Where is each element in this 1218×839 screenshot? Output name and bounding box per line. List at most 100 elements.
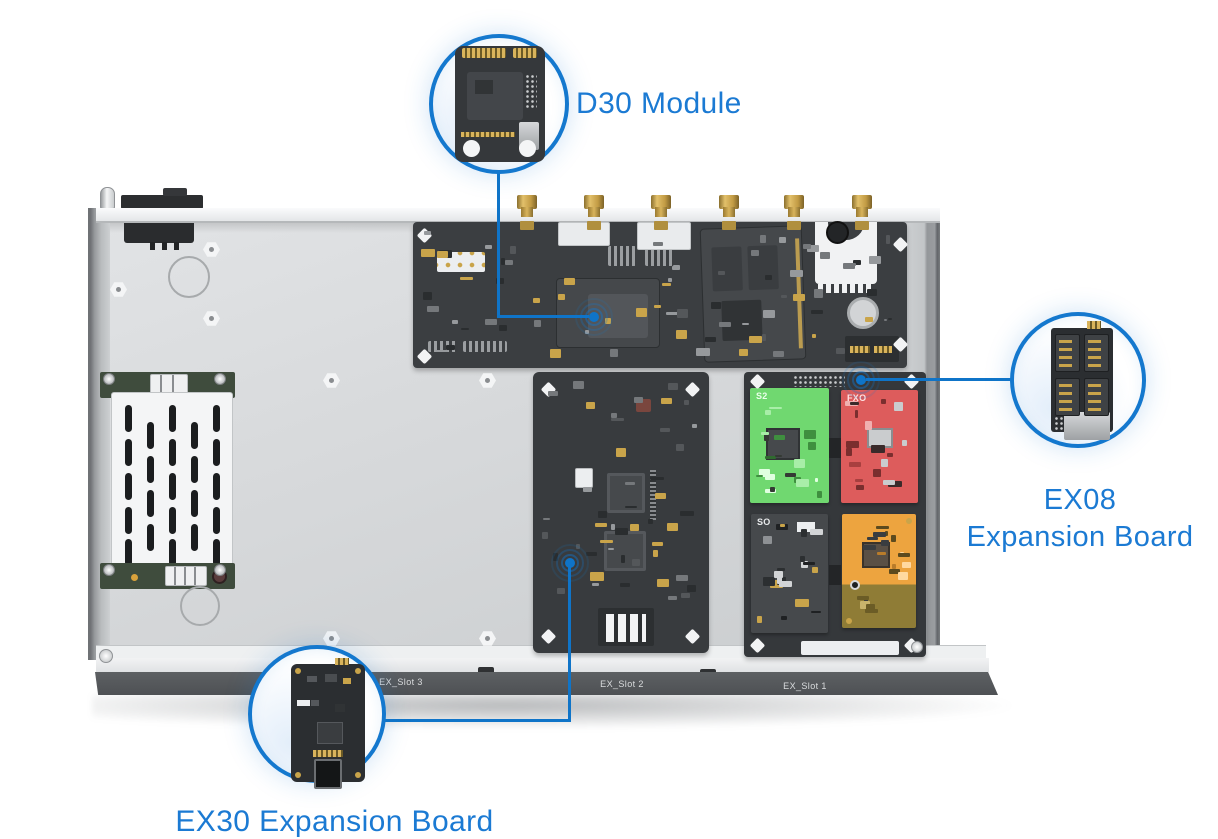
capacitor bbox=[826, 221, 849, 244]
middle-board-part bbox=[676, 575, 688, 581]
main-board-part bbox=[710, 302, 721, 310]
sim-socket-pins bbox=[1088, 364, 1101, 367]
main-board-part bbox=[762, 334, 766, 341]
psu-vented-cover bbox=[111, 392, 233, 568]
orange-part bbox=[891, 535, 897, 542]
device-shadow bbox=[92, 693, 1010, 729]
sma-antenna-base bbox=[787, 221, 801, 230]
main-board-part bbox=[759, 235, 766, 243]
dip-chip bbox=[608, 246, 636, 266]
main-board-part bbox=[652, 241, 664, 246]
fxo-part bbox=[854, 479, 864, 482]
main-board-part bbox=[751, 249, 760, 256]
d30-thumb-pin-row bbox=[461, 132, 515, 137]
so-part bbox=[770, 579, 783, 588]
sma-antenna-shaft bbox=[655, 207, 667, 217]
s2-part bbox=[769, 486, 776, 492]
main-board-part bbox=[485, 319, 498, 325]
rear-connector-block bbox=[121, 195, 203, 209]
fxo-part bbox=[883, 480, 895, 486]
so-part bbox=[779, 580, 793, 588]
s2-part bbox=[765, 456, 776, 459]
sim-socket-pins bbox=[1059, 408, 1072, 411]
middle-board-part bbox=[607, 548, 614, 551]
sma-antenna-nut bbox=[852, 195, 872, 209]
interior-connector-block bbox=[124, 223, 194, 243]
d30-leader-vertical bbox=[497, 172, 500, 317]
sim-socket-pins bbox=[1088, 356, 1101, 359]
middle-board-part bbox=[599, 540, 614, 544]
connector-pins bbox=[606, 614, 646, 642]
main-board-part bbox=[461, 327, 470, 330]
fxo-part bbox=[849, 461, 861, 467]
middle-board-part bbox=[586, 402, 596, 409]
chassis-left-wall bbox=[88, 208, 110, 660]
so-part bbox=[763, 577, 775, 586]
so-part bbox=[774, 571, 783, 578]
d30-thumb-edge-connector bbox=[462, 48, 506, 58]
sim-socket-pins bbox=[1088, 348, 1101, 351]
sim-socket-pins bbox=[1059, 364, 1072, 367]
sma-antenna-shaft bbox=[788, 207, 800, 217]
psu-connector-bottom bbox=[165, 566, 207, 586]
main-board-part bbox=[803, 243, 812, 249]
psu-vent-slot bbox=[169, 439, 176, 466]
psu-screw bbox=[214, 373, 226, 385]
middle-board-part bbox=[590, 572, 604, 581]
main-board-part bbox=[426, 305, 439, 313]
inter-module-connector bbox=[829, 438, 841, 458]
main-board-part bbox=[500, 257, 506, 265]
ex30-thumb-mount-pad bbox=[355, 668, 361, 674]
middle-board-part bbox=[621, 555, 625, 563]
ex30-leader-horizontal bbox=[384, 719, 571, 722]
hex-standoff bbox=[479, 373, 496, 388]
hex-standoff-screw bbox=[485, 378, 490, 383]
so-part bbox=[757, 616, 763, 624]
psu-vent-slot bbox=[213, 507, 220, 534]
middle-board-part bbox=[629, 524, 640, 531]
ex30-thumb-chip bbox=[317, 722, 343, 744]
fxo-part bbox=[846, 447, 852, 456]
main-board-part bbox=[842, 263, 856, 269]
d30-leader-horizontal bbox=[497, 315, 589, 318]
middle-board-part bbox=[595, 522, 607, 527]
orange-part bbox=[866, 536, 878, 540]
main-board-part bbox=[422, 292, 432, 300]
main-board-part bbox=[888, 317, 893, 321]
middle-board-part bbox=[611, 412, 617, 418]
som-cpu-chip bbox=[721, 299, 763, 342]
orange-part bbox=[875, 526, 890, 530]
main-board-part bbox=[421, 248, 435, 257]
ex08-thumb-edge-connector bbox=[1087, 321, 1101, 329]
middle-board-part bbox=[654, 492, 666, 499]
middle-board-part bbox=[661, 397, 672, 405]
ex08-callout-label: EX08 Expansion Board bbox=[938, 482, 1218, 556]
hex-standoff bbox=[203, 311, 220, 326]
so-part bbox=[809, 529, 824, 536]
so-part bbox=[777, 577, 783, 585]
d30-thumb-pads bbox=[525, 74, 537, 108]
so-part bbox=[781, 615, 787, 621]
ex08-callout-circle bbox=[1010, 312, 1146, 448]
hex-standoff-screw bbox=[116, 287, 121, 292]
sma-antenna-shaft bbox=[588, 207, 600, 217]
orange-part bbox=[862, 545, 877, 551]
middle-board-part bbox=[675, 443, 684, 451]
s2-part bbox=[763, 433, 770, 441]
d30-thumbnail-board bbox=[455, 46, 545, 162]
s2-part bbox=[785, 472, 796, 478]
main-board-part bbox=[883, 318, 888, 321]
main-board-part bbox=[446, 345, 456, 350]
psu-vent-slot bbox=[125, 507, 132, 534]
middle-board-part bbox=[692, 423, 698, 428]
main-board-part bbox=[867, 289, 878, 297]
middle-board-part bbox=[542, 532, 548, 540]
ex30-thumb-pin-row bbox=[313, 750, 343, 757]
fxo-part bbox=[902, 439, 907, 446]
olive-part bbox=[865, 604, 875, 613]
white-connector bbox=[575, 468, 593, 488]
hex-standoff-screw bbox=[209, 316, 214, 321]
middle-board-part bbox=[652, 541, 664, 546]
main-board-part bbox=[532, 298, 541, 304]
s2-part bbox=[814, 477, 819, 482]
